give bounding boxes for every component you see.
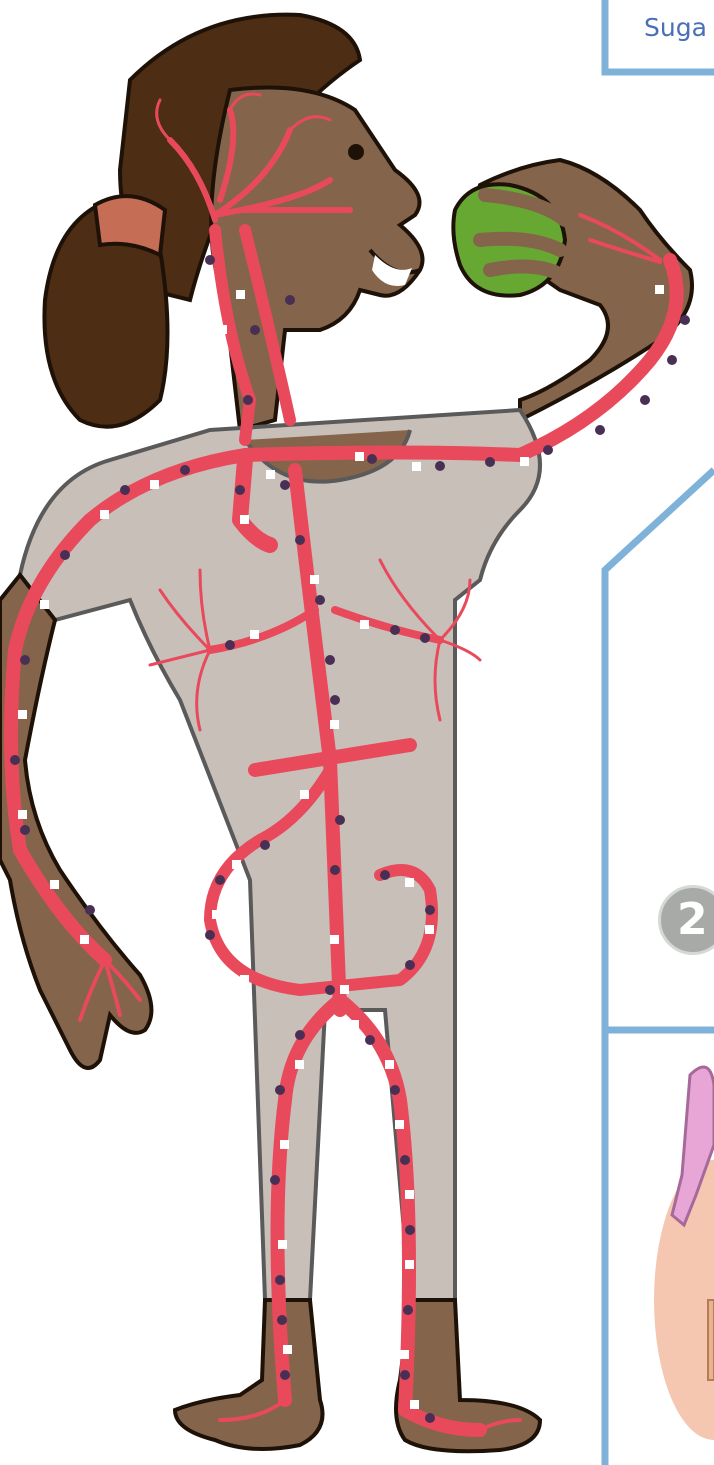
step-number: 2 (658, 885, 714, 955)
step-number-badge: 2 (651, 885, 714, 960)
key-illustration (654, 1067, 714, 1440)
top-panel-caption: Suga (644, 13, 714, 42)
